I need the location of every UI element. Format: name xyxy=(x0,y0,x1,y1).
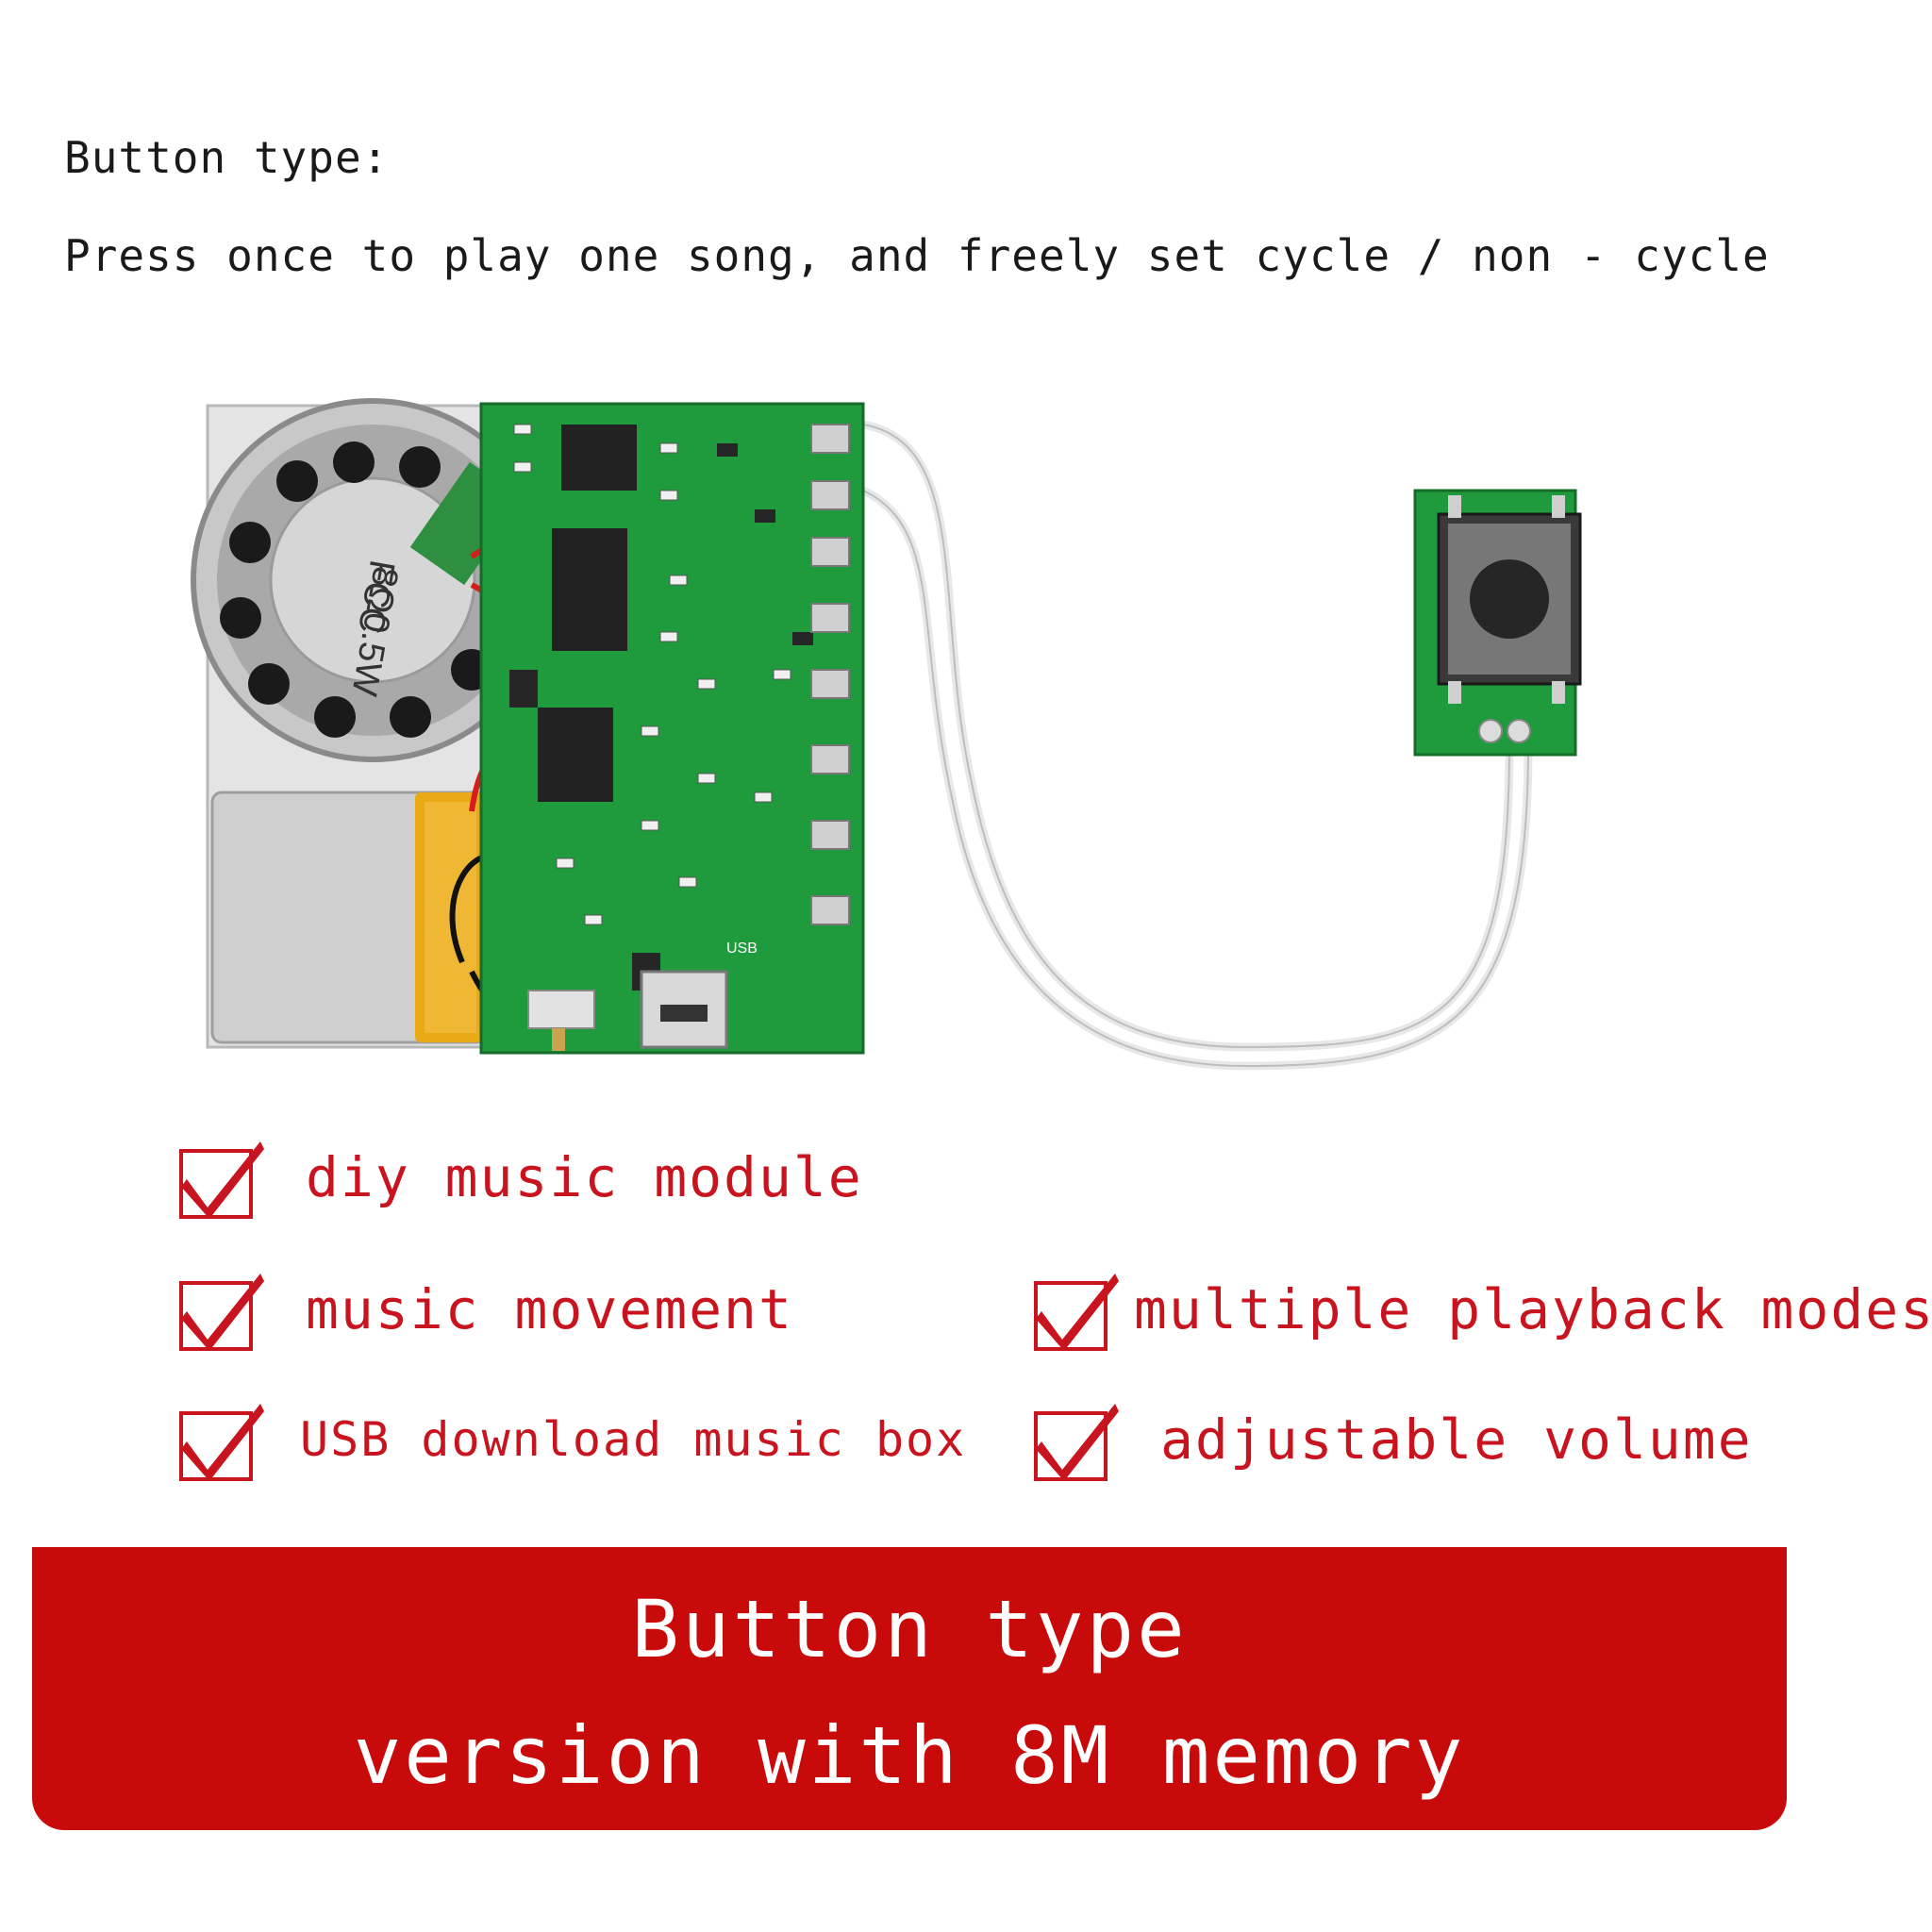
speaker: FCC 8Ω0.5W xyxy=(191,398,555,762)
check-icon xyxy=(1034,1404,1119,1481)
intro-description: Press once to play one song, and freely … xyxy=(64,230,1770,281)
push-button-module xyxy=(1413,489,1582,757)
feature-label: USB download music box xyxy=(300,1412,967,1467)
check-icon xyxy=(179,1141,264,1219)
version-banner: Button type version with 8M memory xyxy=(32,1547,1787,1830)
power-switch xyxy=(527,990,595,1029)
battery xyxy=(210,791,488,1044)
check-icon xyxy=(179,1404,264,1481)
feature-label: multiple playback modes xyxy=(1134,1277,1932,1341)
feature-label: adjustable volume xyxy=(1160,1407,1753,1472)
banner-title: Button type xyxy=(631,1583,1188,1675)
check-icon xyxy=(179,1274,264,1351)
circuit-board: USB xyxy=(479,402,865,1055)
feature-label: diy music module xyxy=(306,1145,863,1209)
intro-heading: Button type: xyxy=(64,132,390,183)
check-icon xyxy=(1034,1274,1119,1351)
board-usb-label: USB xyxy=(726,941,758,957)
feature-usb-download-music-box: USB download music box xyxy=(175,1394,966,1485)
banner-subtitle: version with 8M memory xyxy=(353,1709,1466,1802)
feature-adjustable-volume: adjustable volume xyxy=(1030,1394,1753,1485)
feature-diy-music-module: diy music module xyxy=(175,1132,863,1223)
feature-music-movement: music movement xyxy=(175,1264,793,1355)
product-image: FCC 8Ω0.5W xyxy=(191,398,1582,1071)
feature-label: music movement xyxy=(306,1277,793,1341)
feature-multiple-playback-modes: multiple playback modes xyxy=(1030,1264,1932,1355)
